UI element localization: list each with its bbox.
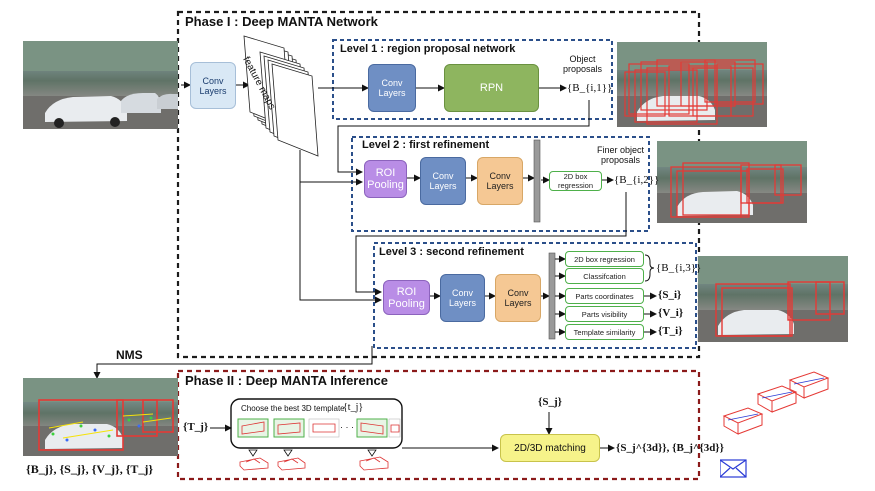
head-parts-coordinates: Parts coordinates	[565, 288, 644, 304]
head-parts-visibility-label: Parts visibility	[581, 309, 628, 319]
level3-frame	[373, 242, 697, 349]
head-2d-box-regression: 2D box regression	[565, 251, 644, 267]
level2-conv1-label: Conv Layers	[429, 171, 457, 191]
matching-block: 2D/3D matching	[500, 434, 600, 462]
rpn-label: RPN	[479, 82, 504, 94]
level3-conv-layers-2: Conv Layers	[495, 274, 541, 322]
level2-output: {B_{i,2}}	[614, 174, 660, 186]
level3-output-image	[698, 256, 848, 342]
level3-title: Level 3 : second refinement	[379, 246, 524, 258]
level3-conv1-label: Conv Layers	[448, 288, 476, 308]
rpn-block: RPN	[444, 64, 539, 112]
phase2-title: Phase II : Deep MANTA Inference	[185, 373, 388, 388]
input-image	[23, 41, 178, 129]
nms-label: NMS	[116, 348, 143, 362]
level2-title: Level 2 : first refinement	[362, 139, 490, 151]
level1-frame	[332, 39, 613, 120]
head-2d-box-regression-label: 2D box regression	[574, 254, 635, 264]
level3-output-t: {T_i}	[658, 325, 683, 337]
level1-output: {B_{i,1}}	[567, 82, 613, 94]
feature-maps-stack	[243, 35, 319, 157]
inference-input-s: {S_j}	[538, 396, 562, 408]
head-classification: Classifcation	[565, 268, 644, 284]
template-label: Choose the best 3D template	[241, 404, 345, 413]
level3-roi-label: ROI Pooling	[388, 285, 425, 310]
template-var: {t_j}	[343, 402, 364, 413]
level2-conv-layers-1: Conv Layers	[420, 157, 466, 205]
phase1-title: Phase I : Deep MANTA Network	[185, 14, 378, 29]
level3-conv2-label: Conv Layers	[504, 288, 532, 308]
level1-output-image	[617, 42, 767, 127]
level1-conv-layers: Conv Layers	[368, 64, 416, 112]
inference-input-t: {T_j}	[183, 421, 209, 433]
inference-output: {S_j^{3d}}, {B_j^{3d}}	[616, 442, 724, 454]
head-template-similarity-label: Template similarity	[573, 327, 636, 337]
level3-output-v: {V_i}	[658, 307, 684, 319]
level2-output-image	[657, 141, 807, 223]
level2-regression-label: 2D box regression	[557, 172, 594, 190]
template-thumbnails	[237, 418, 401, 471]
level1-note: Object proposals	[563, 54, 603, 74]
level2-note: Finer object proposals	[597, 145, 645, 165]
level3-roi-pooling: ROI Pooling	[383, 280, 430, 315]
level2-conv-layers-2: Conv Layers	[477, 157, 523, 205]
level2-conv2-label: Conv Layers	[486, 171, 514, 191]
input-conv-layers-label: Conv Layers	[199, 75, 227, 96]
level2-fc-bar	[533, 139, 541, 223]
level3-conv-layers-1: Conv Layers	[440, 274, 485, 322]
level2-box-regression: 2D box regression	[549, 171, 602, 191]
input-conv-layers: Conv Layers	[190, 62, 236, 109]
template-dots: · · ·	[340, 422, 354, 432]
level2-frame	[351, 136, 650, 232]
level3-output-b: {B_{i,3}}	[656, 262, 702, 274]
3d-wireframe-boxes	[720, 368, 870, 483]
result-caption: {B_j}, {S_j}, {V_j}, {T_j}	[26, 462, 154, 476]
level3-fc-bar	[548, 252, 556, 340]
level2-roi-label: ROI Pooling	[367, 167, 404, 191]
head-parts-visibility: Parts visibility	[565, 306, 644, 322]
level2-roi-pooling: ROI Pooling	[364, 160, 407, 198]
level1-title: Level 1 : region proposal network	[340, 43, 516, 55]
matching-label: 2D/3D matching	[514, 442, 586, 454]
head-classification-label: Classifcation	[583, 271, 626, 281]
head-template-similarity: Template similarity	[565, 324, 644, 340]
level3-output-s: {S_i}	[658, 289, 682, 301]
final-result-image	[23, 378, 178, 456]
head-parts-coordinates-label: Parts coordinates	[575, 291, 634, 301]
level1-conv-label: Conv Layers	[378, 78, 406, 98]
